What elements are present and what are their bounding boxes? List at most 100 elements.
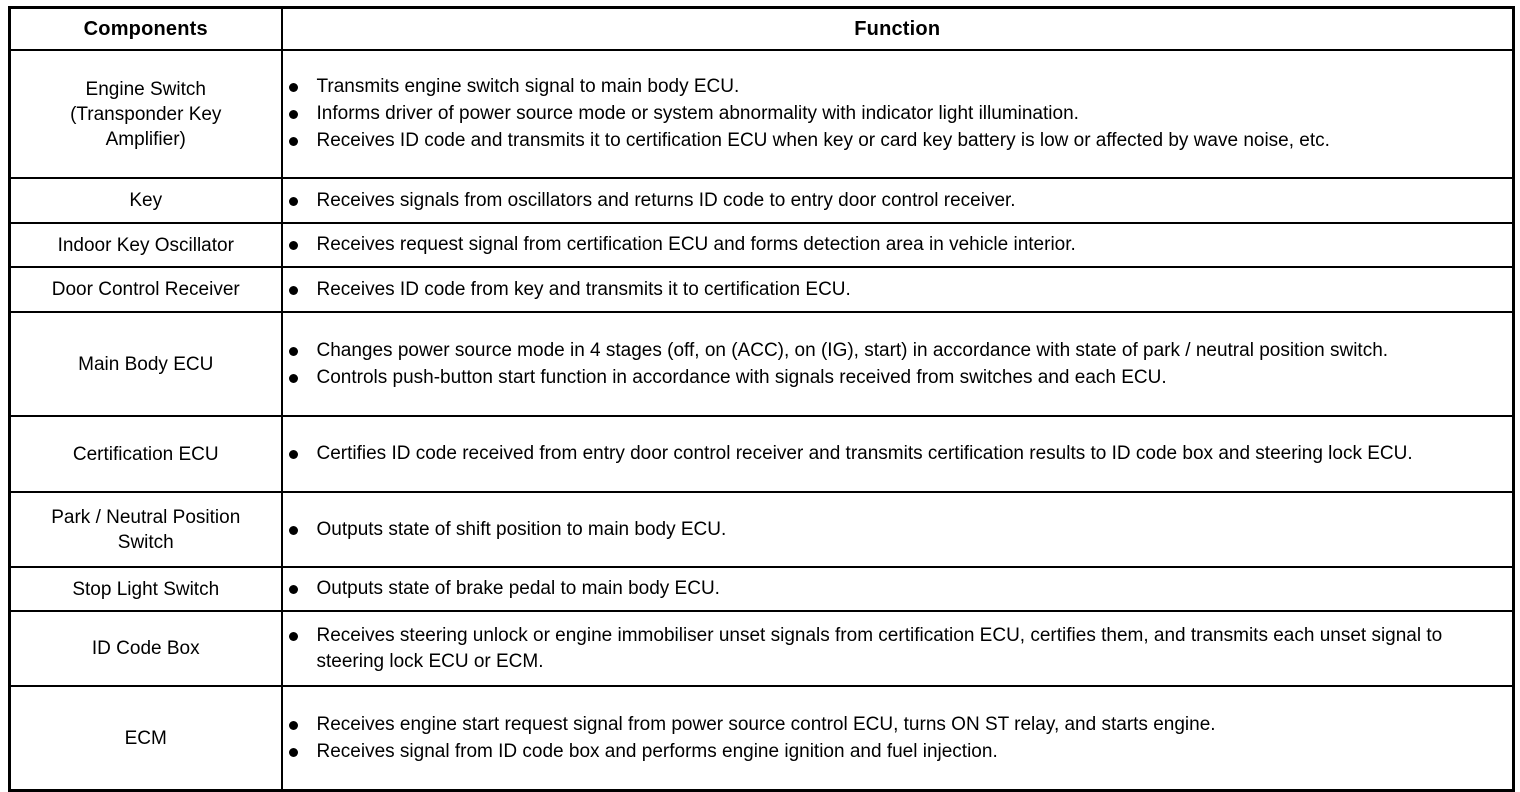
component-name-line: Engine Switch — [85, 78, 206, 100]
table-row: Main Body ECU Changes power source mode i… — [8, 311, 1515, 417]
function-bullet-item: Controls push-button start function in a… — [283, 365, 1513, 391]
function-cell: Receives ID code from key and transmits … — [280, 266, 1515, 313]
function-bullet-list: Receives signals from oscillators and re… — [283, 188, 1513, 214]
function-bullet-item: Receives ID code and transmits it to cer… — [283, 128, 1513, 154]
function-bullet-text: Outputs state of brake pedal to main bod… — [316, 578, 720, 599]
component-name-line: Main Body ECU — [78, 353, 214, 375]
function-bullet-item: Outputs state of shift position to main … — [283, 517, 1513, 543]
function-bullet-item: Receives signal from ID code box and per… — [283, 739, 1513, 765]
function-bullet-text: Receives signal from ID code box and per… — [316, 740, 998, 762]
function-bullet-item: Changes power source mode in 4 stages (o… — [283, 338, 1513, 364]
component-name-cell: Indoor Key Oscillator — [8, 222, 283, 268]
table-row: ECM Receives engine start request signal … — [8, 685, 1515, 792]
function-cell: Receives signals from oscillators and re… — [280, 177, 1515, 224]
table-row: Certification ECU Certifies ID code recei… — [8, 415, 1515, 493]
component-name-line: (Transponder Key — [70, 103, 222, 125]
table-row: Indoor Key Oscillator Receives request si… — [8, 222, 1515, 268]
filled-circle-bullet-icon — [288, 285, 298, 295]
filled-circle-bullet-icon — [288, 196, 298, 206]
filled-circle-bullet-icon — [288, 241, 298, 250]
component-name-line: Key — [129, 190, 163, 211]
function-cell: Certifies ID code received from entry do… — [280, 415, 1515, 493]
function-bullet-item: Receives ID code from key and transmits … — [283, 277, 1513, 303]
filled-circle-bullet-icon — [288, 525, 298, 535]
function-bullet-text: Receives ID code and transmits it to cer… — [316, 130, 1330, 151]
function-bullet-text: Receives signals from oscillators and re… — [316, 189, 1016, 211]
function-bullet-list: Changes power source mode in 4 stages (o… — [283, 338, 1513, 391]
function-bullet-text: Receives steering unlock or engine immob… — [316, 624, 1443, 672]
component-name-line: Indoor Key Oscillator — [57, 234, 234, 256]
component-name-line: Switch — [117, 531, 174, 553]
function-bullet-item: Transmits engine switch signal to main b… — [283, 74, 1513, 100]
function-cell: Changes power source mode in 4 stages (o… — [280, 311, 1515, 417]
function-bullet-list: Transmits engine switch signal to main b… — [283, 74, 1513, 154]
filled-circle-bullet-icon — [288, 585, 298, 594]
filled-circle-bullet-icon — [288, 137, 298, 146]
component-name-cell: Door Control Receiver — [8, 266, 283, 313]
function-bullet-item: Outputs state of brake pedal to main bod… — [283, 576, 1513, 602]
header-cell-components: Components — [8, 6, 283, 51]
function-cell: Receives engine start request signal fro… — [280, 685, 1515, 792]
component-name-line: Certification ECU — [72, 443, 219, 465]
function-bullet-text: Receives engine start request signal fro… — [316, 713, 1216, 735]
function-bullet-list: Receives engine start request signal fro… — [283, 712, 1513, 765]
filled-circle-bullet-icon — [288, 747, 298, 757]
table-header: Components Function — [8, 6, 1515, 51]
function-bullet-text: Receives ID code from key and transmits … — [316, 278, 851, 300]
function-bullet-list: Outputs state of brake pedal to main bod… — [283, 576, 1513, 602]
component-name-cell: Stop Light Switch — [8, 566, 283, 612]
function-bullet-text: Controls push-button start function in a… — [316, 366, 1167, 388]
table-row: Stop Light Switch Outputs state of brake … — [8, 566, 1515, 612]
function-bullet-item: Receives engine start request signal fro… — [283, 712, 1513, 738]
function-cell: Outputs state of brake pedal to main bod… — [280, 566, 1515, 612]
table-row: ID Code Box Receives steering unlock or e… — [8, 610, 1515, 687]
filled-circle-bullet-icon — [288, 450, 298, 459]
filled-circle-bullet-icon — [288, 631, 298, 641]
component-name-line: ECM — [124, 727, 167, 749]
function-bullet-item: Receives request signal from certificati… — [283, 232, 1513, 258]
function-cell: Receives steering unlock or engine immob… — [280, 610, 1515, 687]
function-bullet-item: Receives steering unlock or engine immob… — [283, 623, 1513, 675]
filled-circle-bullet-icon — [288, 83, 298, 92]
function-cell: Outputs state of shift position to main … — [280, 491, 1515, 568]
function-bullet-text: Transmits engine switch signal to main b… — [316, 76, 740, 97]
function-bullet-text: Receives request signal from certificati… — [316, 234, 1076, 255]
component-name-cell: Certification ECU — [8, 415, 283, 493]
component-name-line: ID Code Box — [91, 638, 200, 659]
table-row: Key Receives signals from oscillators and… — [8, 177, 1515, 224]
component-name-cell: Main Body ECU — [8, 311, 283, 417]
filled-circle-bullet-icon — [288, 373, 298, 383]
filled-circle-bullet-icon — [288, 346, 298, 356]
components-function-table: Components Function Engine Switch (Transp… — [8, 6, 1515, 792]
header-cell-function: Function — [280, 6, 1515, 51]
function-bullet-item: Receives signals from oscillators and re… — [283, 188, 1513, 214]
function-cell: Transmits engine switch signal to main b… — [280, 49, 1515, 179]
component-name-line: Amplifier) — [105, 128, 186, 150]
function-bullet-item: Certifies ID code received from entry do… — [283, 441, 1513, 467]
function-bullet-text: Informs driver of power source mode or s… — [316, 103, 1079, 124]
function-bullet-list: Certifies ID code received from entry do… — [283, 441, 1513, 467]
function-bullet-text: Changes power source mode in 4 stages (o… — [316, 339, 1389, 361]
function-bullet-text: Outputs state of shift position to main … — [316, 518, 727, 540]
filled-circle-bullet-icon — [288, 720, 298, 730]
component-name-line: Stop Light Switch — [72, 578, 220, 600]
component-name-cell: Key — [8, 177, 283, 224]
header-row: Components Function — [8, 6, 1515, 51]
filled-circle-bullet-icon — [288, 110, 298, 119]
function-bullet-list: Receives steering unlock or engine immob… — [283, 623, 1513, 675]
function-bullet-list: Receives ID code from key and transmits … — [283, 277, 1513, 303]
function-bullet-list: Outputs state of shift position to main … — [283, 517, 1513, 543]
component-name-line: Park / Neutral Position — [51, 506, 241, 528]
table-row: Door Control Receiver Receives ID code fr… — [8, 266, 1515, 313]
function-bullet-list: Receives request signal from certificati… — [283, 232, 1513, 258]
function-cell: Receives request signal from certificati… — [280, 222, 1515, 268]
function-bullet-item: Informs driver of power source mode or s… — [283, 101, 1513, 127]
component-name-cell: ID Code Box — [8, 610, 283, 687]
component-name-cell: ECM — [8, 685, 283, 792]
